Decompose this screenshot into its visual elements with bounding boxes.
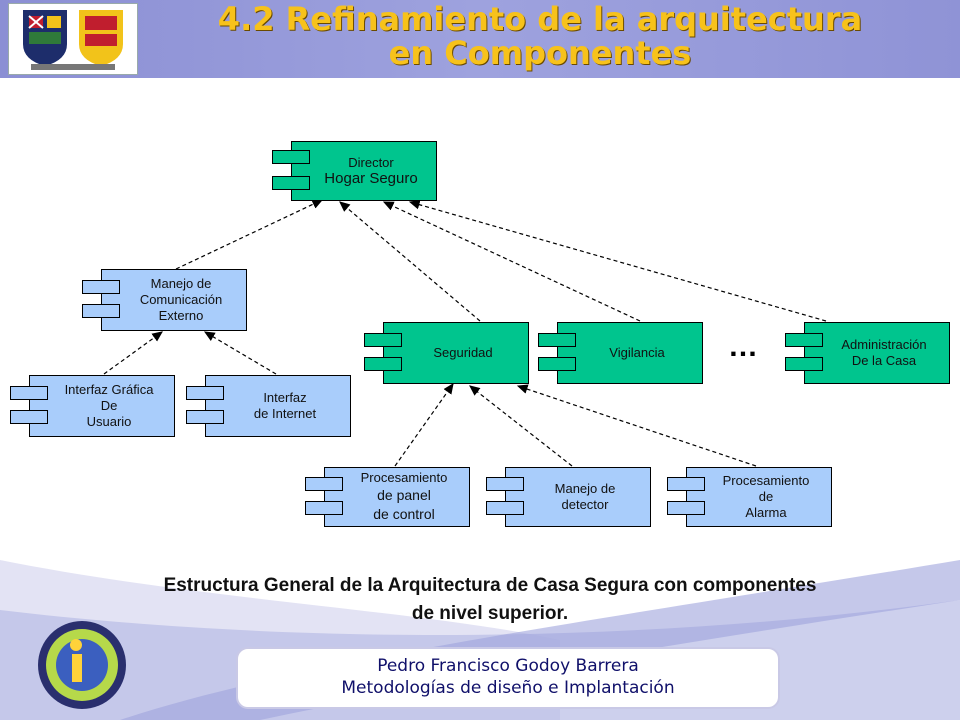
component-label: Seguridad — [433, 345, 493, 360]
caption-line-1: Estructura General de la Arquitectura de… — [163, 575, 817, 596]
arrow-vigilancia-director — [382, 201, 641, 322]
arrow-comunicacion-director — [175, 199, 324, 270]
course-name: Metodologías de diseño e Implantación — [341, 678, 675, 698]
component-port-icon — [10, 386, 48, 400]
component-label: Administración — [841, 337, 927, 352]
component-label: de — [758, 489, 774, 504]
title-line-2: en Componentes — [388, 34, 692, 72]
component-port-icon — [305, 477, 343, 491]
author-name: Pedro Francisco Godoy Barrera — [377, 656, 639, 676]
component-manejo-comunicacion-externo[interactable]: Manejo de Comunicación Externo — [82, 269, 247, 331]
header-bar — [0, 0, 960, 78]
component-label: detector — [561, 497, 609, 512]
arrow-panel-seguridad — [394, 383, 454, 467]
component-port-icon — [10, 410, 48, 424]
component-label: Procesamiento — [360, 470, 448, 485]
arrow-administracion-director — [408, 200, 827, 322]
component-label: Hogar Seguro — [324, 170, 418, 187]
arrow-internet-comunicacion — [203, 331, 277, 375]
component-port-icon — [186, 410, 224, 424]
diagram-caption: Estructura General de la Arquitectura de… — [60, 572, 920, 628]
component-label: de panel — [377, 487, 431, 503]
component-label: Procesamiento — [722, 473, 810, 488]
university-logo — [8, 3, 138, 75]
component-port-icon — [272, 176, 310, 190]
component-label: Manejo de — [150, 276, 212, 291]
component-label: de Internet — [253, 406, 317, 421]
component-procesamiento-alarma[interactable]: Procesamiento de Alarma — [667, 467, 832, 527]
component-administracion-casa[interactable]: Administración De la Casa — [785, 322, 950, 384]
component-label: Vigilancia — [609, 345, 665, 360]
component-procesamiento-panel-control[interactable]: Procesamiento de panel de control — [305, 467, 470, 527]
component-port-icon — [785, 333, 823, 347]
component-manejo-detector[interactable]: Manejo de detector — [486, 467, 651, 527]
footer-box — [236, 647, 780, 709]
component-interfaz-grafica-usuario[interactable]: Interfaz Gráfica De Usuario — [10, 375, 175, 437]
component-label: Interfaz Gráfica — [64, 382, 154, 397]
component-port-icon — [305, 501, 343, 515]
component-port-icon — [364, 357, 402, 371]
component-label: Comunicación — [139, 292, 223, 307]
component-label: Director — [348, 155, 394, 170]
component-interfaz-internet[interactable]: Interfaz de Internet — [186, 375, 351, 437]
component-label: Manejo de — [554, 481, 616, 496]
arrow-alarma-seguridad — [516, 384, 757, 467]
arrow-seguridad-director — [339, 201, 481, 322]
component-port-icon — [667, 501, 705, 515]
footer-text: Pedro Francisco Godoy Barrera Metodologí… — [236, 655, 780, 699]
arrow-detector-seguridad — [469, 385, 573, 467]
arrow-grafica-comunicacion — [103, 331, 163, 375]
component-label: Usuario — [86, 414, 132, 429]
component-label: Externo — [158, 308, 204, 323]
component-label: De — [100, 398, 118, 413]
component-label: de control — [373, 506, 435, 522]
component-port-icon — [785, 357, 823, 371]
component-vigilancia[interactable]: Vigilancia — [538, 322, 703, 384]
component-port-icon — [486, 477, 524, 491]
component-port-icon — [667, 477, 705, 491]
caption-line-2: de nivel superior. — [411, 603, 569, 624]
component-port-icon — [82, 304, 120, 318]
slide-title: 4.2 Refinamiento de la arquitectura en C… — [140, 2, 940, 70]
more-components-ellipsis: … — [728, 330, 762, 363]
component-label: De la Casa — [851, 353, 917, 368]
component-port-icon — [364, 333, 402, 347]
component-port-icon — [538, 333, 576, 347]
id-logo-icon — [38, 621, 126, 709]
component-port-icon — [186, 386, 224, 400]
title-line-1: 4.2 Refinamiento de la arquitectura — [217, 0, 863, 38]
component-port-icon — [272, 150, 310, 164]
component-port-icon — [82, 280, 120, 294]
component-port-icon — [538, 357, 576, 371]
component-seguridad[interactable]: Seguridad — [364, 322, 529, 384]
component-label: Alarma — [745, 505, 787, 520]
component-director-hogar-seguro[interactable]: Director Hogar Seguro — [272, 141, 437, 201]
component-port-icon — [486, 501, 524, 515]
component-label: Interfaz — [263, 390, 307, 405]
